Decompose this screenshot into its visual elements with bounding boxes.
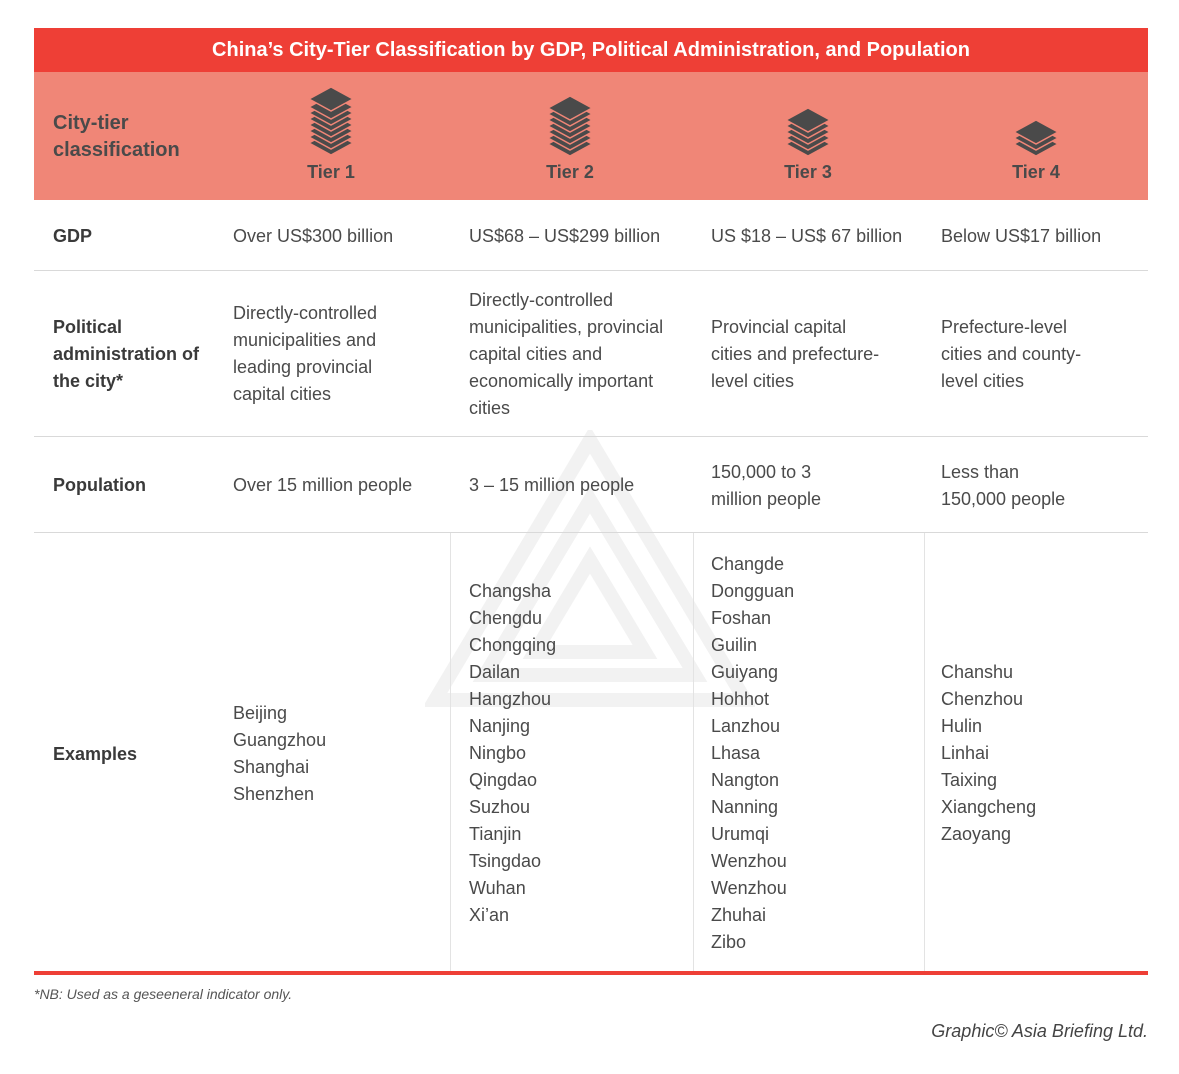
- stack-layers-icon: [547, 96, 593, 156]
- list-item: Nanning: [711, 797, 779, 817]
- examples-tier-1-list: Beijing Guangzhou Shanghai Shenzhen: [233, 700, 433, 808]
- row-label-gdp: GDP: [53, 226, 93, 246]
- list-item: Nanjing: [469, 716, 531, 736]
- list-item: Chenzhou: [941, 689, 1024, 709]
- list-item: Ningbo: [469, 743, 527, 763]
- gdp-tier-4: Below US$17 billion: [941, 226, 1102, 246]
- list-item: Shenzhen: [233, 784, 315, 804]
- row-divider: [34, 436, 1148, 437]
- list-item: Hohhot: [711, 689, 770, 709]
- list-item: Nangton: [711, 770, 780, 790]
- list-item: Tianjin: [469, 824, 522, 844]
- stack-layers-icon: [308, 87, 354, 155]
- column-divider: [924, 533, 925, 973]
- list-item: Suzhou: [469, 797, 531, 817]
- list-item: Guilin: [711, 635, 758, 655]
- row-divider: [34, 270, 1148, 271]
- list-item: Guangzhou: [233, 730, 327, 750]
- list-item: Wenzhou: [711, 851, 787, 871]
- list-item: Zhuhai: [711, 905, 767, 925]
- row-label-political: Political administration of the city*: [53, 317, 200, 391]
- list-item: Lhasa: [711, 743, 761, 763]
- list-item: Qingdao: [469, 770, 538, 790]
- list-item: Chanshu: [941, 662, 1014, 682]
- tier-4-header: Tier 4: [966, 82, 1106, 192]
- political-tier-1: Directly-controlled municipalities and l…: [233, 303, 378, 404]
- tier-1-label: Tier 1: [307, 162, 355, 182]
- list-item: Chengdu: [469, 608, 543, 628]
- list-item: Zibo: [711, 932, 747, 952]
- examples-tier-4-list: Chanshu Chenzhou Hulin Linhai Taixing Xi…: [941, 659, 1141, 848]
- row-label-examples: Examples: [53, 744, 138, 764]
- bottom-rule: [34, 971, 1148, 975]
- list-item: Lanzhou: [711, 716, 781, 736]
- tier-2-header: Tier 2: [500, 82, 640, 192]
- population-tier-1: Over 15 million people: [233, 475, 413, 495]
- gdp-tier-3: US $18 – US$ 67 billion: [711, 226, 903, 246]
- list-item: Tsingdao: [469, 851, 542, 871]
- column-divider: [450, 533, 451, 973]
- population-tier-3: 150,000 to 3 million people: [711, 462, 822, 509]
- tier-3-header: Tier 3: [738, 82, 878, 192]
- list-item: Xiangcheng: [941, 797, 1037, 817]
- population-tier-2: 3 – 15 million people: [469, 475, 635, 495]
- header-label: City-tier classification: [53, 112, 180, 161]
- political-tier-2: Directly-controlled municipalities, prov…: [469, 290, 664, 418]
- list-item: Wenzhou: [711, 878, 787, 898]
- list-item: Beijing: [233, 703, 288, 723]
- gdp-tier-1: Over US$300 billion: [233, 226, 394, 246]
- political-tier-3: Provincial capital cities and prefecture…: [711, 317, 880, 391]
- header-band: [34, 72, 1148, 200]
- list-item: Taixing: [941, 770, 998, 790]
- column-divider: [693, 533, 694, 973]
- list-item: Dongguan: [711, 581, 795, 601]
- examples-tier-3-list: Changde Dongguan Foshan Guilin Guiyang H…: [711, 551, 911, 956]
- list-item: Dailan: [469, 662, 521, 682]
- list-item: Wuhan: [469, 878, 526, 898]
- population-tier-4: Less than 150,000 people: [941, 462, 1066, 509]
- footnote: *NB: Used as a geseeneral indicator only…: [34, 986, 293, 1002]
- list-item: Hangzhou: [469, 689, 552, 709]
- row-label-population: Population: [53, 475, 146, 495]
- list-item: Changde: [711, 554, 785, 574]
- list-item: Xi’an: [469, 905, 510, 925]
- list-item: Changsha: [469, 581, 552, 601]
- list-item: Hulin: [941, 716, 983, 736]
- stack-layers-icon: [1013, 120, 1059, 156]
- list-item: Zaoyang: [941, 824, 1012, 844]
- tier-1-header: Tier 1: [261, 82, 401, 192]
- stack-layers-icon: [785, 108, 831, 156]
- examples-tier-2-list: Changsha Chengdu Chongqing Dailan Hangzh…: [469, 578, 669, 929]
- list-item: Shanghai: [233, 757, 310, 777]
- tier-3-label: Tier 3: [784, 162, 832, 182]
- list-item: Linhai: [941, 743, 990, 763]
- page-title: China’s City-Tier Classification by GDP,…: [34, 28, 1148, 72]
- list-item: Urumqi: [711, 824, 770, 844]
- tier-2-label: Tier 2: [546, 162, 594, 182]
- gdp-tier-2: US$68 – US$299 billion: [469, 226, 661, 246]
- list-item: Foshan: [711, 608, 772, 628]
- list-item: Guiyang: [711, 662, 779, 682]
- list-item: Chongqing: [469, 635, 557, 655]
- tier-4-label: Tier 4: [1012, 162, 1060, 182]
- watermark-logo: [425, 430, 755, 707]
- row-divider: [34, 532, 1148, 533]
- political-tier-4: Prefecture-level cities and county-level…: [941, 317, 1082, 391]
- credit-line: Graphic© Asia Briefing Ltd.: [931, 1021, 1148, 1041]
